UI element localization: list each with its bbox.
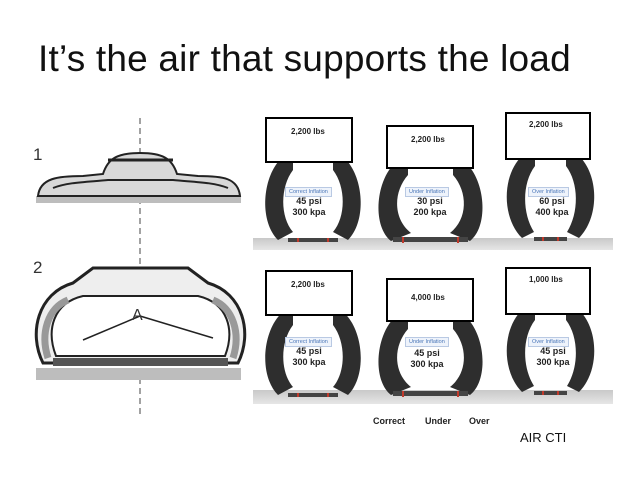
tire-inflation-panels: 2,200 lbs 2,200 lbs 2,200 lbs Correct In…	[253, 112, 613, 412]
tire-cross-section-figure: A 1 2	[28, 118, 253, 418]
psi-value: 45 psi	[540, 346, 566, 356]
psi-value: 30 psi	[417, 196, 443, 206]
psi-value: 60 psi	[539, 196, 565, 206]
pressure-reading: 30 psi 200 kpa	[410, 196, 450, 218]
tire-bottom-over	[506, 305, 595, 395]
pressure-reading: 45 psi 300 kpa	[407, 348, 447, 370]
pressure-reading: 60 psi 400 kpa	[532, 196, 572, 218]
inflation-label: Under Inflation	[405, 337, 449, 347]
kpa-value: 300 kpa	[292, 357, 326, 367]
tire-top-over	[506, 151, 595, 241]
load-box-bottom-correct: 2,200 lbs	[265, 270, 353, 316]
tire-cross-section-drawing: A	[34, 118, 247, 418]
pressure-reading: 45 psi 300 kpa	[289, 196, 329, 218]
inflation-label: Over Inflation	[528, 337, 569, 347]
ground-bottom	[253, 390, 613, 404]
load-value: 2,200 lbs	[411, 135, 445, 144]
load-box-top-under: 2,200 lbs	[386, 125, 474, 169]
kpa-value: 400 kpa	[535, 207, 569, 217]
slide-title: It’s the air that supports the load	[38, 38, 571, 79]
inflation-label: Under Inflation	[405, 187, 449, 197]
load-box-bottom-under: 4,000 lbs	[386, 278, 474, 322]
load-value: 2,200 lbs	[291, 280, 325, 289]
tire-top-correct	[265, 155, 361, 242]
caption-correct: Correct	[373, 416, 406, 426]
load-box-top-over: 2,200 lbs	[505, 112, 591, 160]
inflation-label: Correct Inflation	[285, 187, 332, 197]
inflation-label: Over Inflation	[528, 187, 569, 197]
tire-bottom-under	[378, 314, 483, 397]
load-value: 2,200 lbs	[529, 120, 563, 129]
caption-over: Over	[469, 416, 490, 426]
tire-bottom-correct	[265, 310, 361, 397]
psi-value: 45 psi	[296, 196, 322, 206]
kpa-value: 300 kpa	[410, 359, 444, 369]
psi-value: 45 psi	[414, 348, 440, 358]
figure-number-1: 1	[33, 145, 43, 164]
figure-number-2: 2	[33, 258, 43, 277]
kpa-value: 200 kpa	[413, 207, 447, 217]
inflation-label: Correct Inflation	[285, 337, 332, 347]
load-box-bottom-over: 1,000 lbs	[505, 267, 591, 315]
caption-under: Under	[425, 416, 452, 426]
pressure-reading: 45 psi 300 kpa	[289, 346, 329, 368]
load-value: 2,200 lbs	[291, 127, 325, 136]
load-value: 4,000 lbs	[411, 293, 445, 302]
psi-value: 45 psi	[296, 346, 322, 356]
point-a-label: A	[132, 307, 143, 324]
load-box-top-correct: 2,200 lbs	[265, 117, 353, 163]
kpa-value: 300 kpa	[292, 207, 326, 217]
kpa-value: 300 kpa	[536, 357, 570, 367]
credit-label: AIR CTI	[520, 430, 567, 445]
ground-top	[253, 238, 613, 250]
tire-top-under	[378, 160, 483, 243]
load-value: 1,000 lbs	[529, 275, 563, 284]
pressure-reading: 45 psi 300 kpa	[533, 346, 573, 368]
